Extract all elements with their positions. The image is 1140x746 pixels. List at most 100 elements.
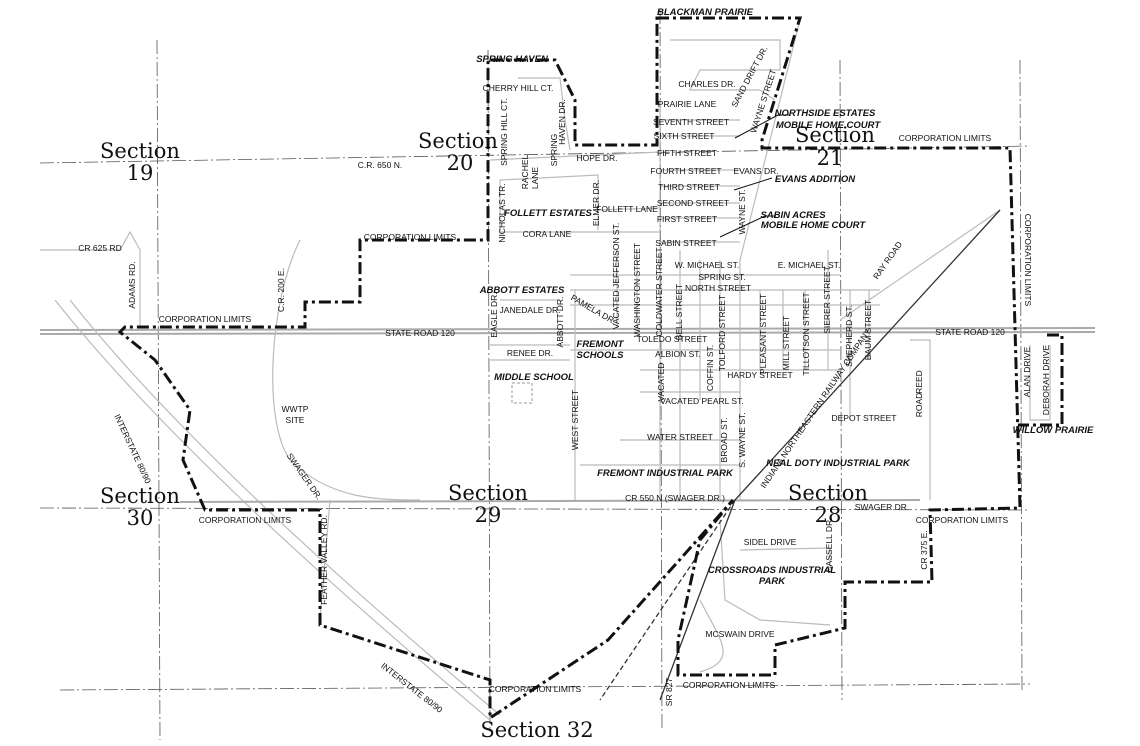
street-label-sr120-w: STATE ROAD 120 [385, 328, 455, 338]
street-label-rachel: RACHEL [520, 154, 530, 189]
street-label-coldwater: COLDWATER STREET [654, 247, 664, 336]
street-label-mcswain: MCSWAIN DRIVE [705, 629, 774, 639]
place-label-follett-estates: FOLLETT ESTATES [504, 208, 592, 219]
street-label-evans-dr: EVANS DR. [733, 166, 778, 176]
street-label-cherry-hill: CHERRY HILL CT. [483, 83, 554, 93]
street-label-road: ROAD [914, 393, 924, 418]
street-label-feather: FEATHER VALLEY RD. [319, 515, 329, 605]
street-label-cl-s2: CORPORATION LIMITS [683, 680, 776, 690]
street-label-washington: WASHINGTON STREET [632, 243, 642, 337]
section-label-s20-word: Section [418, 129, 498, 153]
street-label-north: NORTH STREET [685, 283, 751, 293]
street-label-reed: REED [914, 370, 924, 394]
street-label-toledo: TOLEDO STREET [637, 334, 708, 344]
place-label-crossroads-2: PARK [759, 576, 786, 587]
street-label-vacated: VACATED [656, 363, 666, 402]
street-label-mill: MILL STREET [781, 316, 791, 370]
street-label-charles: CHARLES DR. [678, 79, 735, 89]
street-label-abbott: ABBOTT DR. [555, 297, 565, 348]
street-label-s-wayne: S. WAYNE ST. [737, 412, 747, 467]
street-label-spring: SPRING [549, 134, 559, 167]
street-label-fourth: FOURTH STREET [650, 166, 721, 176]
section-label-s19-num: 19 [127, 161, 154, 185]
street-label-first: FIRST STREET [657, 214, 717, 224]
street-label-nicholas: NICHOLAS TR. [497, 183, 507, 242]
street-label-i8090-w: INTERSTATE 80/90 [112, 413, 153, 486]
place-label-middle-school: MIDDLE SCHOOL [494, 372, 574, 383]
street-label-second: SECOND STREET [657, 198, 729, 208]
street-label-haven: HAVEN DR. [557, 99, 567, 145]
street-label-cr200: C.R. 200 E. [276, 268, 286, 312]
place-label-spring-haven: SPRING HAVEN [476, 54, 549, 65]
street-label-janedale: JANEDALE DR. [500, 305, 561, 315]
place-label-sabin-2: MOBILE HOME COURT [761, 220, 867, 231]
street-label-w-michael: W. MICHAEL ST. [675, 260, 739, 270]
section-label-s28-word: Section [788, 481, 868, 505]
middle-school-building [511, 382, 533, 404]
roads [39, 19, 1096, 721]
street-label-spring-st: SPRING ST. [698, 272, 745, 282]
street-label-e-michael: E. MICHAEL ST. [778, 260, 841, 270]
street-label-hardy: HARDY STREET [727, 370, 793, 380]
corporation-limits-boundary [117, 16, 1064, 721]
street-label-follett-lane: FOLLETT LANE [596, 204, 658, 214]
street-label-wwtp-1: WWTP [282, 404, 309, 414]
place-label-abbott-estates: ABBOTT ESTATES [479, 285, 565, 296]
street-label-sabin: SABIN STREET [655, 238, 716, 248]
street-label-fifth: FIFTH STREET [657, 148, 717, 158]
street-label-spring-hill: SPRING HILL CT. [499, 98, 509, 166]
place-label-northside-2: MOBILE HOME COURT [776, 120, 882, 131]
street-label-cora: CORA LANE [523, 229, 572, 239]
street-label-cl-se: CORPORATION LIMITS [916, 515, 1009, 525]
street-label-wayne-st: WAYNE ST. [737, 190, 747, 235]
railway [599, 209, 1001, 701]
street-label-depot: DEPOT STREET [831, 413, 896, 423]
place-label-blackman-prairie: BLACKMAN PRAIRIE [657, 7, 754, 18]
street-label-elmer: ELMER DR. [591, 180, 601, 226]
street-label-sr827: SR 827 [664, 678, 674, 707]
section-label-s21-num: 21 [817, 146, 844, 170]
section-label-s28-num: 28 [815, 503, 842, 527]
map-labels: Section19Section20Section21Section30Sect… [78, 7, 1094, 742]
street-label-tillotson: TILLOTSON STREET [801, 292, 811, 375]
street-label-jefferson: VACATED JEFFERSON ST. [611, 223, 621, 329]
street-label-cl-west: CORPORATION LIMITS [159, 314, 252, 324]
street-label-baum: BAUM STREET [863, 300, 873, 360]
section-label-s29-word: Section [448, 481, 528, 505]
street-label-shepherd: SHEPHERD ST. [844, 305, 854, 367]
street-label-albion: ALBION ST. [655, 349, 701, 359]
section-label-s21-word: Section [795, 123, 875, 147]
section-label-s29-num: 29 [475, 503, 502, 527]
section-label-s32-word: Section 32 [480, 718, 593, 742]
street-label-west: WEST STREET [570, 390, 580, 450]
street-label-bell: BELL STREET [674, 284, 684, 340]
section-label-s20-num: 20 [447, 151, 474, 175]
leader-lines [719, 114, 790, 238]
street-label-coffin: COFFIN ST. [705, 345, 715, 391]
place-label-fremont-industrial: FREMONT INDUSTRIAL PARK [597, 468, 734, 479]
street-label-swager-w: SWAGER DR. [285, 451, 324, 501]
street-label-broad: BROAD ST. [719, 418, 729, 463]
street-label-vacated-pearl: VACATED PEARL ST. [660, 396, 743, 406]
street-label-sixth: SIXTH STREET [654, 131, 715, 141]
street-label-cr625: CR 625 RD [78, 243, 121, 253]
place-label-fremont-schools-2: SCHOOLS [577, 350, 625, 361]
place-label-willow-prairie: WILLOW PRAIRIE [1013, 425, 1094, 436]
street-label-adams: ADAMS RD. [127, 261, 137, 308]
street-label-alan: ALAN DRIVE [1022, 346, 1032, 397]
street-label-lane: LANE [530, 167, 540, 190]
street-label-cl-east: CORPORATION LIMITS [1023, 214, 1033, 307]
street-label-cr550: CR 550 N (SWAGER DR.) [625, 493, 725, 503]
street-label-cl-s1: CORPORATION LIMITS [489, 684, 582, 694]
street-label-wwtp-2: SITE [286, 415, 305, 425]
place-label-northside-1: NORTHSIDE ESTATES [775, 108, 876, 119]
street-label-cl-sw: CORPORATION LIMITS [199, 515, 292, 525]
street-label-swager-e: SWAGER DR. [855, 502, 909, 512]
street-label-cl-north: CORPORATION LIMITS [899, 133, 992, 143]
section-label-s30-word: Section [100, 484, 180, 508]
street-label-sidel: SIDEL DRIVE [744, 537, 797, 547]
street-label-ray: RAY ROAD [871, 240, 904, 281]
place-label-neal-doty: NEAL DOTY INDUSTRIAL PARK [766, 458, 911, 469]
section-label-s30-num: 30 [127, 506, 154, 530]
